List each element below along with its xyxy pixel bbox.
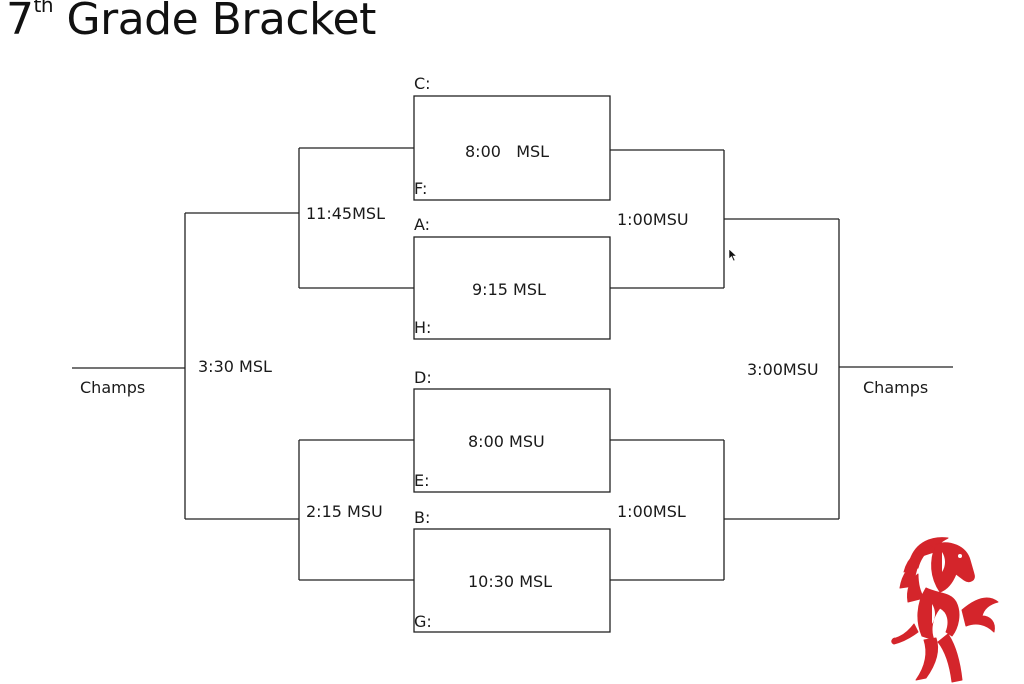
left-final-time: 3:30 MSL	[198, 357, 272, 376]
game-1-top-team: C:	[414, 74, 431, 93]
game-4-bottom-team: G:	[414, 612, 432, 631]
game-4-time: 10:30 MSL	[468, 572, 553, 591]
game-3-top-team: D:	[414, 368, 432, 387]
game-2-top-team: A:	[414, 215, 431, 234]
right-champs-label: Champs	[863, 378, 929, 397]
left-semi-top-time: 11:45MSL	[306, 204, 385, 223]
left-champs-label: Champs	[80, 378, 146, 397]
game-box-4	[413, 528, 611, 633]
mouse-pointer-icon	[728, 248, 738, 262]
right-final-time: 3:00MSU	[747, 360, 819, 379]
game-box-3	[413, 388, 611, 493]
mustang-mascot-icon	[891, 537, 999, 683]
page-title: 7th Grade Bracket	[6, 0, 376, 45]
game-2-bottom-team: H:	[414, 318, 432, 337]
right-semi-bottom-time: 1:00MSL	[617, 502, 686, 521]
game-3-time: 8:00 MSU	[468, 432, 545, 451]
game-box-1	[413, 95, 611, 201]
left-semi-bottom-time: 2:15 MSU	[306, 502, 383, 521]
game-box-2	[413, 236, 611, 340]
right-semi-top-time: 1:00MSU	[617, 210, 689, 229]
game-3-bottom-team: E:	[414, 471, 430, 490]
game-1-bottom-team: F:	[414, 179, 428, 198]
game-1-time: 8:00 MSL	[465, 142, 550, 161]
game-2-time: 9:15 MSL	[472, 280, 546, 299]
game-4-top-team: B:	[414, 508, 431, 527]
